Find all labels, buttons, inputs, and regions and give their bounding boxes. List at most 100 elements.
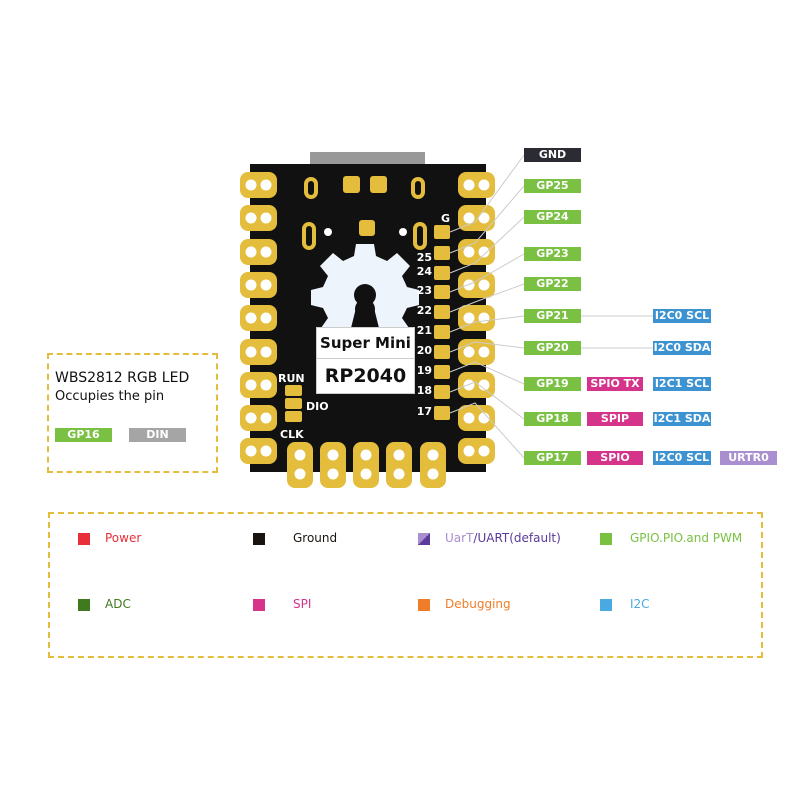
castellated-pad [240,239,277,265]
castellated-pad [240,272,277,298]
pin-label-gnd: GND [524,148,581,162]
pin-label-gp21: GP21 [524,309,581,323]
leader-line [449,154,525,233]
castellated-pad [240,305,277,331]
pin-number-label: 24 [416,265,432,278]
usb-connector [310,152,425,166]
pin-label-gp18: GP18 [524,412,581,426]
pin-number-label: 25 [416,251,432,264]
led-subtitle: Occupies the pin [55,389,165,404]
castellated-pad [320,442,346,488]
uart-tag: URTR0 RX [720,451,777,478]
leader-line [449,402,525,459]
legend-swatch [418,599,430,611]
led-title: WBS2812 RGB LED [55,370,190,386]
legend-label-part: UarT [445,531,474,545]
spi-tag: SPIO CSn [587,451,643,478]
castellated-pad [458,272,495,298]
castellated-pad [240,438,277,464]
pin-pad [434,325,450,339]
debug-label-clk: CLK [280,428,304,441]
legend-label: Debugging [445,597,511,611]
pin-number-label: 18 [416,384,432,397]
pin-label-gp19: GP19 [524,377,581,391]
i2c-tag: I2C0 SCL [653,451,711,465]
leader-line [449,216,525,274]
pin-label-gp20: GP20 [524,341,581,355]
leader-line [449,341,525,353]
legend-swatch [418,533,430,545]
castellated-pad [458,405,495,431]
top-pad [359,220,375,236]
castellated-pad [240,372,277,398]
castellated-pad [240,205,277,231]
castellated-pad [458,305,495,331]
top-pad [370,176,387,193]
pin-label-gp25: GP25 [524,179,581,193]
led-info-box [47,353,218,473]
led-din-tag: DIN [129,428,186,442]
pin-number-label: 17 [416,405,432,418]
castellated-pad [287,442,313,488]
legend-box [48,512,763,658]
legend-label: Ground [293,531,338,545]
legend-swatch [78,599,90,611]
pin-pad [434,345,450,359]
leader-line [449,361,525,385]
chip-label-top: Super Mini [316,327,415,359]
legend-swatch [253,599,265,611]
debug-label-run: RUN [278,372,305,385]
legend-label: UarT/UART(default) [445,531,561,545]
pin-number-label: 19 [416,364,432,377]
legend-label: GPIO.PIO.and PWM [630,531,743,545]
i2c-tag: I2C1 SDA [653,412,711,426]
castellated-pad [458,372,495,398]
spi-tag: SPIO TX [587,377,643,391]
pin-pad [434,305,450,319]
i2c-tag: I2C0 SCL [653,309,711,323]
castellated-pad [458,438,495,464]
castellated-pad [420,442,446,488]
pin-pad [434,365,450,379]
spi-tag: SPIP SCK [587,412,643,439]
pin-pad [434,266,450,280]
pin-number-label: 23 [416,284,432,297]
castellated-pad [386,442,412,488]
pin-pad [434,225,450,239]
led-pin-tag: GP16 [55,428,112,442]
pin-label-gp24: GP24 [524,210,581,224]
castellated-pad [240,405,277,431]
legend-label: Power [105,531,142,545]
castellated-pad [240,172,277,198]
i2c-tag: I2C0 SDA [653,341,711,355]
legend-label: SPI [293,597,312,611]
open-hardware-gear-icon [311,244,419,328]
leader-line [449,381,525,420]
pin-pad [434,285,450,299]
debug-label-dio: DIO [306,400,329,413]
castellated-pad [353,442,379,488]
leader-line [449,283,525,313]
legend-label: ADC [105,597,131,611]
pin-pad [434,406,450,420]
pin-number-label: 20 [416,344,432,357]
legend-label: I2C [630,597,650,611]
pin-pad [434,246,450,260]
legend-swatch [78,533,90,545]
pin-label-gp17: GP17 [524,451,581,465]
legend-swatch [600,533,612,545]
pin-number-label: 22 [416,304,432,317]
castellated-pad [240,339,277,365]
legend-swatch [253,533,265,545]
leader-line [449,315,525,333]
i2c-tag: I2C1 SCL [653,377,711,391]
chip-label-bottom: RP2040 [316,358,415,394]
castellated-pad [458,239,495,265]
castellated-pad [458,205,495,231]
pin-number-label: G [440,212,450,225]
pin-label-gp23: GP23 [524,247,581,261]
legend-swatch [600,599,612,611]
pin-label-gp22: GP22 [524,277,581,291]
pin-pad [434,385,450,399]
